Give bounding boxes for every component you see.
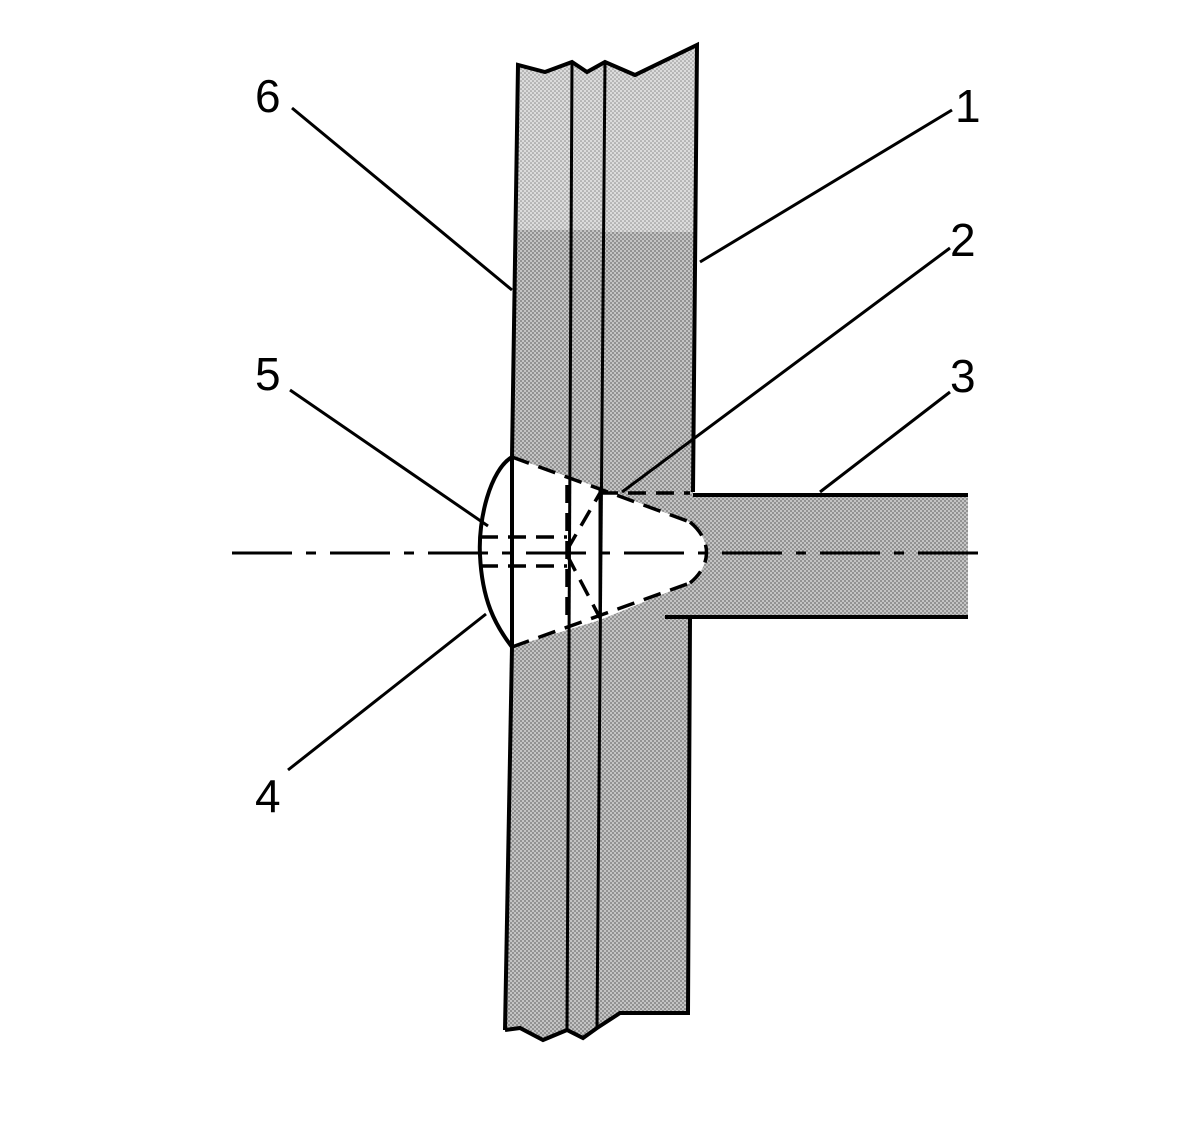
callout-3: 3: [950, 350, 976, 402]
leader-lines: [287, 106, 953, 772]
callout-4: 4: [255, 770, 281, 822]
leader-3: [819, 390, 951, 494]
leader-6: [291, 106, 513, 292]
leader-4: [287, 612, 487, 772]
stud-rod: [688, 495, 968, 617]
callout-2: 2: [950, 214, 976, 266]
callout-1: 1: [955, 80, 981, 132]
leader-2: [621, 246, 951, 494]
callout-labels: 1 2 3 4 5 6: [255, 70, 981, 822]
weld-nugget: [479, 457, 707, 647]
leader-1: [699, 108, 953, 264]
callout-6: 6: [255, 70, 281, 122]
callout-5: 5: [255, 348, 281, 400]
leader-5: [289, 388, 489, 528]
stud-outline: [600, 491, 968, 619]
